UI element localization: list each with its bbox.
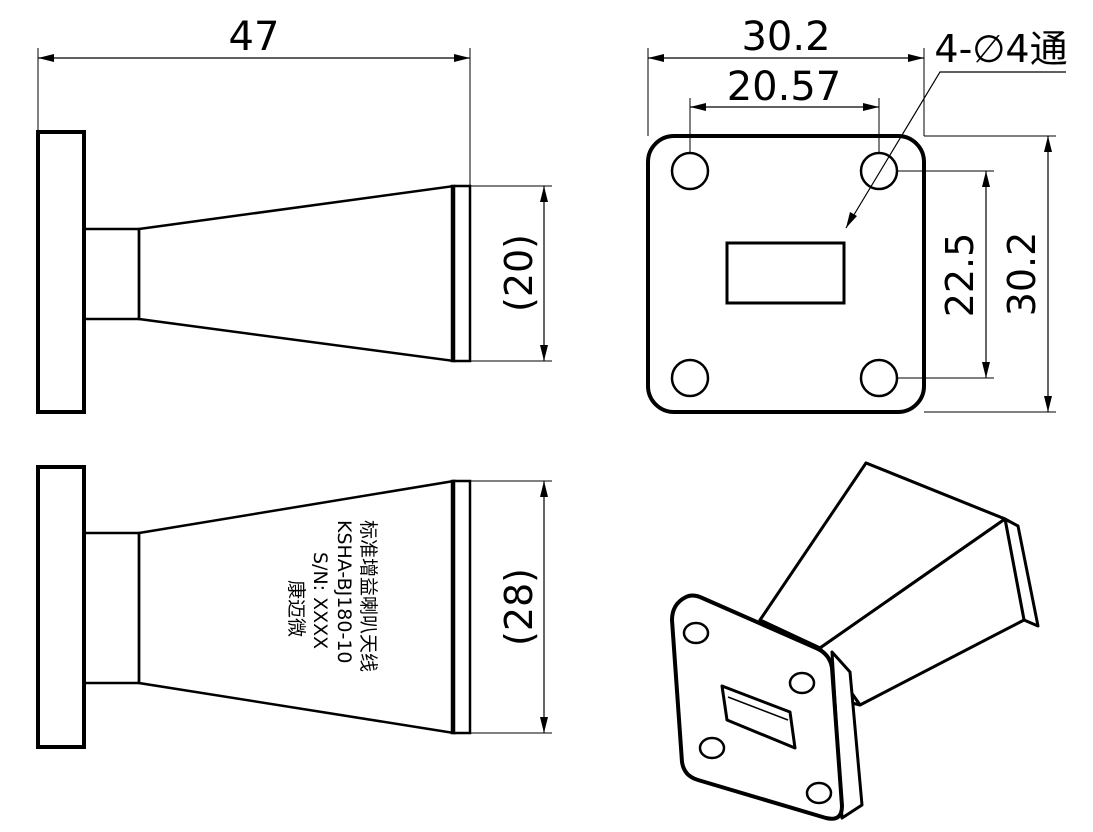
engraving-line2: KSHA-BJ180-10 xyxy=(333,520,355,664)
horn-lip-top xyxy=(450,184,472,363)
waveguide-stub-top xyxy=(82,227,141,321)
flange-outline xyxy=(646,134,926,414)
iso-hole-tl xyxy=(682,621,710,645)
mounting-hole-br xyxy=(859,358,899,398)
iso-hole-tr xyxy=(788,671,816,695)
engraving-line4: 康迈微 xyxy=(285,580,307,637)
engraving-line1: 标准增益喇叭天线 xyxy=(357,520,379,672)
engraving-line3: S/N: XXXX xyxy=(309,552,331,649)
mounting-hole-bl xyxy=(670,358,710,398)
dim-aperture-20: (20) xyxy=(497,234,541,312)
iso-hole-bl xyxy=(698,736,726,760)
dim-aperture-28: (28) xyxy=(497,568,541,646)
flange-side-bottom xyxy=(36,465,86,749)
hole-callout-leader xyxy=(845,71,1066,229)
dim-outer-height: 30.2 xyxy=(1000,232,1044,317)
engraving-text: 标准增益喇叭天线 KSHA-BJ180-10 S/N: XXXX 康迈微 xyxy=(285,520,379,672)
iso-hole-br xyxy=(805,781,833,805)
waveguide-stub-bottom xyxy=(82,531,141,685)
flange-front-view xyxy=(646,48,1066,414)
side-view-bottom xyxy=(36,465,552,749)
dim-overall-length: 47 xyxy=(229,14,280,60)
dim-outer-width: 30.2 xyxy=(741,14,830,60)
horn-body-top xyxy=(137,184,456,363)
isometric-view xyxy=(670,461,1040,821)
horn-lip-bottom xyxy=(450,479,472,735)
mounting-hole-tl xyxy=(670,151,710,191)
dim-hole-spacing-y: 22.5 xyxy=(938,233,982,318)
waveguide-opening xyxy=(725,241,846,305)
mounting-hole-tr xyxy=(859,151,899,191)
dim-hole-spacing-x: 20.57 xyxy=(727,64,842,110)
side-view-top xyxy=(36,48,552,414)
hole-callout: 4-∅4通 xyxy=(934,27,1067,71)
flange-side-top xyxy=(36,130,86,414)
